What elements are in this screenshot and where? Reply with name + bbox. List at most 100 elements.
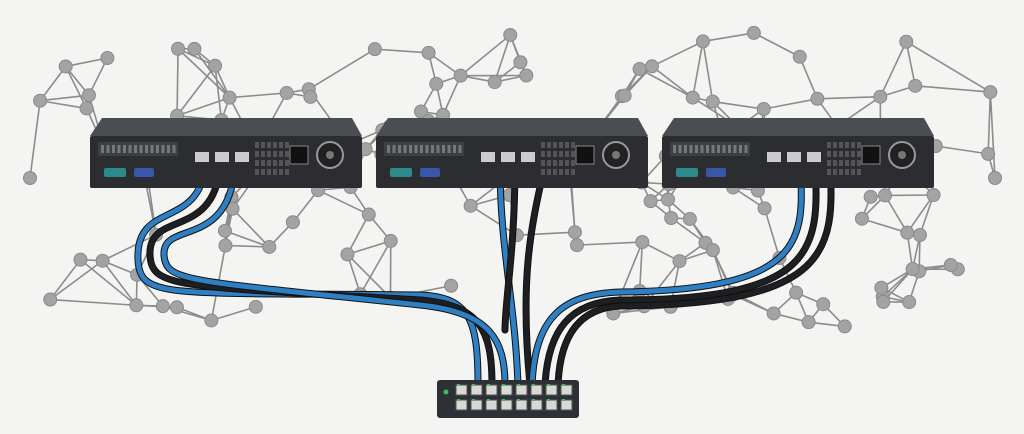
mesh-node: [248, 299, 263, 314]
vent: [112, 145, 115, 153]
mesh-link: [359, 240, 392, 295]
mesh-link: [102, 234, 157, 262]
fan-hub: [898, 151, 906, 159]
mesh-link: [702, 32, 754, 43]
mesh-node: [801, 315, 816, 330]
mesh-node: [635, 234, 650, 249]
mesh-node: [695, 34, 710, 49]
switch-port: [470, 384, 483, 396]
mesh-link: [231, 208, 270, 248]
mesh-link: [211, 306, 257, 322]
mesh-node: [854, 211, 869, 226]
mesh-node: [878, 188, 893, 203]
vent: [739, 145, 742, 153]
switch-port: [455, 384, 468, 396]
switch-port: [455, 399, 468, 411]
vent: [414, 145, 418, 153]
mesh-link: [493, 34, 512, 83]
port-led: [562, 399, 565, 401]
vent: [827, 160, 831, 166]
vent: [553, 151, 557, 157]
mesh-node: [766, 306, 781, 321]
mesh-link: [39, 65, 67, 102]
network-switch: [437, 380, 579, 418]
mesh-link: [470, 205, 518, 236]
mesh-node: [367, 42, 382, 57]
vent: [273, 160, 277, 166]
mesh-node: [863, 189, 878, 204]
mesh-node: [810, 91, 825, 106]
vent: [833, 142, 837, 148]
mesh-link: [638, 241, 644, 292]
vent: [571, 169, 575, 175]
mesh-link: [576, 241, 643, 246]
vent: [559, 142, 563, 148]
switch-port: [560, 399, 573, 411]
mesh-node: [905, 262, 920, 277]
vent: [565, 160, 569, 166]
switch-port: [470, 399, 483, 411]
vent: [172, 145, 176, 153]
vga-port: [134, 168, 154, 177]
fan-hub: [612, 151, 620, 159]
mesh-node: [361, 207, 376, 222]
vent: [689, 145, 693, 153]
server-top: [90, 118, 362, 136]
vent: [547, 142, 551, 148]
vent: [851, 169, 855, 175]
switch-port: [545, 399, 558, 411]
power-socket-icon: [575, 145, 595, 165]
vent: [833, 169, 837, 175]
vent: [541, 169, 545, 175]
vent: [255, 151, 259, 157]
port-led: [502, 384, 505, 386]
vent: [559, 160, 563, 166]
switch-port: [515, 384, 528, 396]
vent: [453, 145, 456, 153]
ethernet-cable: [523, 162, 548, 388]
vent: [565, 169, 569, 175]
vent: [285, 160, 289, 166]
expansion-slot: [670, 142, 750, 156]
ethernet-port: [235, 152, 249, 162]
vent: [420, 145, 423, 153]
vent: [839, 142, 843, 148]
vent: [728, 145, 731, 153]
vent: [851, 142, 855, 148]
switch-port: [530, 384, 543, 396]
switch-port: [500, 384, 513, 396]
power-socket-icon: [289, 145, 309, 165]
mesh-link: [753, 32, 801, 58]
vent: [678, 145, 682, 153]
vent: [261, 151, 265, 157]
vent: [285, 151, 289, 157]
mesh-node: [988, 171, 1002, 185]
vent: [279, 169, 283, 175]
mesh-node: [519, 68, 534, 83]
mesh-link: [442, 75, 462, 116]
mesh-node: [453, 68, 468, 83]
mesh-node: [73, 252, 88, 267]
mesh-node: [383, 233, 398, 248]
power-socket-icon: [861, 145, 881, 165]
mesh-link: [884, 195, 908, 234]
vent: [541, 160, 545, 166]
mesh-link: [214, 65, 223, 121]
switch-port: [485, 399, 498, 411]
vent: [827, 169, 831, 175]
vent: [827, 151, 831, 157]
server: [90, 118, 362, 188]
ethernet-cable: [555, 162, 834, 388]
mesh-link: [570, 179, 576, 233]
mesh-link: [919, 194, 935, 236]
mesh-link: [49, 260, 104, 301]
mesh-node: [643, 194, 658, 209]
vent: [150, 145, 154, 153]
port-led: [517, 384, 520, 386]
mesh-node: [340, 247, 355, 262]
port-led: [547, 384, 550, 386]
mesh-node: [837, 319, 852, 334]
fan-hub: [326, 151, 334, 159]
mesh-node: [513, 55, 528, 70]
mesh-link: [346, 214, 370, 255]
